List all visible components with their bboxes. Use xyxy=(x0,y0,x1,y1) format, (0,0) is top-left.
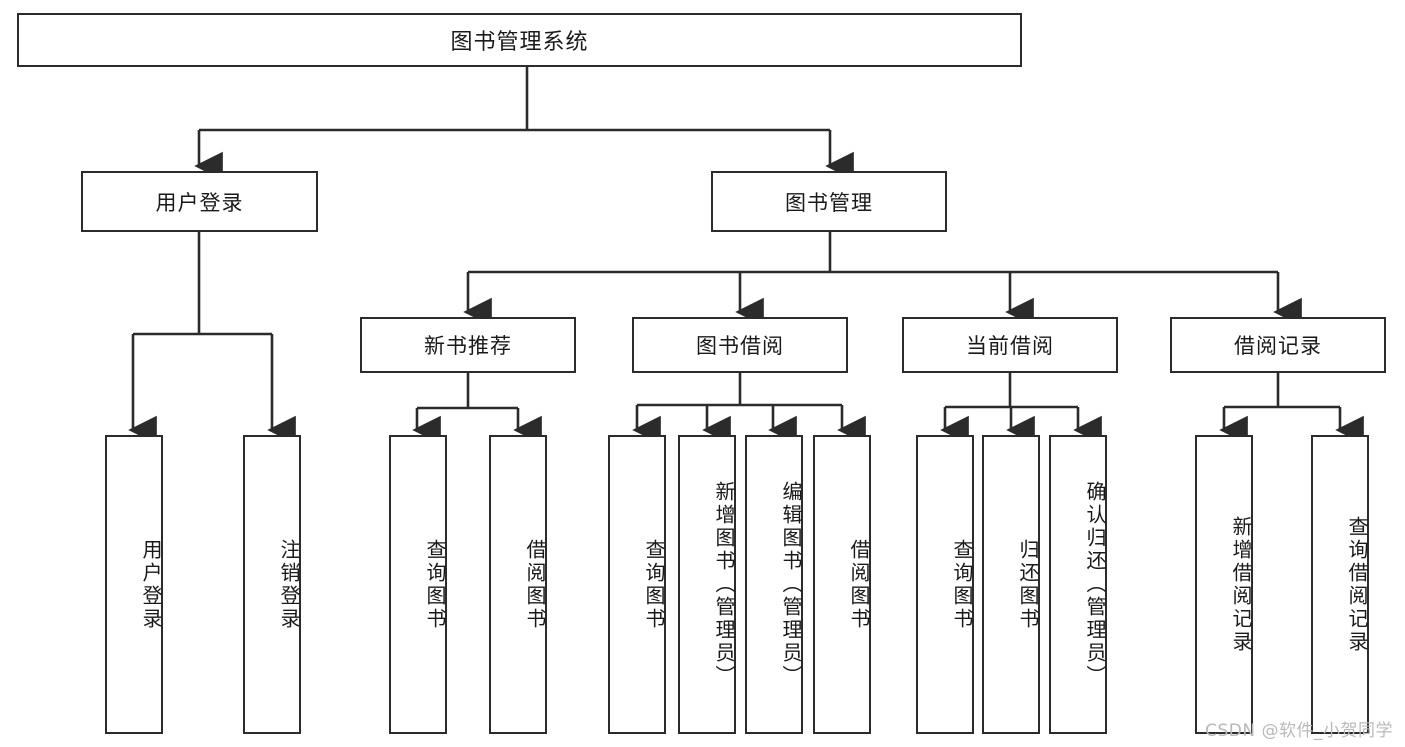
node-new-book-recommend[interactable]: 新书推荐 xyxy=(360,317,576,373)
leaf-new-book-borrow[interactable]: 借阅图书 xyxy=(489,435,547,734)
node-borrow-record-label: 借阅记录 xyxy=(1234,334,1322,358)
leaf-label: 借阅图书 xyxy=(523,538,547,631)
leaf-label: 归还图书 xyxy=(1016,538,1040,631)
node-current-borrow-label: 当前借阅 xyxy=(966,334,1054,358)
leaf-current-borrow-query[interactable]: 查询图书 xyxy=(916,435,974,734)
leaf-label: 查询借阅记录 xyxy=(1345,515,1369,654)
node-book-borrow[interactable]: 图书借阅 xyxy=(632,317,848,373)
node-borrow-record[interactable]: 借阅记录 xyxy=(1170,317,1386,373)
node-user-login[interactable]: 用户登录 xyxy=(81,171,318,232)
leaf-new-book-query[interactable]: 查询图书 xyxy=(389,435,447,734)
node-user-login-label: 用户登录 xyxy=(155,190,244,215)
node-book-borrow-label: 图书借阅 xyxy=(696,334,784,358)
leaf-book-borrow-add[interactable]: 新增图书（管理员） xyxy=(678,435,736,734)
leaf-label: 用户登录 xyxy=(139,538,163,631)
leaf-label: 新增图书（管理员） xyxy=(712,481,736,688)
leaf-label: 新增借阅记录 xyxy=(1229,515,1253,654)
leaf-user-login-logout[interactable]: 注销登录 xyxy=(243,435,301,734)
leaf-book-borrow-edit[interactable]: 编辑图书（管理员） xyxy=(745,435,803,734)
node-root-label: 图书管理系统 xyxy=(450,30,589,55)
node-new-book-recommend-label: 新书推荐 xyxy=(424,334,512,358)
node-book-management[interactable]: 图书管理 xyxy=(711,171,947,232)
leaf-label: 查询图书 xyxy=(950,538,974,631)
leaf-book-borrow-query[interactable]: 查询图书 xyxy=(608,435,666,734)
leaf-label: 确认归还（管理员） xyxy=(1083,481,1107,688)
leaf-book-borrow-borrow[interactable]: 借阅图书 xyxy=(813,435,871,734)
leaf-current-borrow-confirm-return[interactable]: 确认归还（管理员） xyxy=(1049,435,1107,734)
leaf-label: 编辑图书（管理员） xyxy=(779,481,803,688)
leaf-label: 查询图书 xyxy=(642,538,666,631)
leaf-borrow-record-query[interactable]: 查询借阅记录 xyxy=(1311,435,1369,734)
node-book-management-label: 图书管理 xyxy=(785,190,873,215)
leaf-user-login-login[interactable]: 用户登录 xyxy=(105,435,163,734)
leaf-current-borrow-return[interactable]: 归还图书 xyxy=(982,435,1040,734)
csdn-watermark: CSDN @软件_小贺同学 xyxy=(1205,721,1393,741)
leaf-label: 注销登录 xyxy=(277,538,301,631)
node-root-library-system[interactable]: 图书管理系统 xyxy=(17,13,1022,67)
node-current-borrow[interactable]: 当前借阅 xyxy=(902,317,1118,373)
leaf-label: 查询图书 xyxy=(423,538,447,631)
leaf-borrow-record-add[interactable]: 新增借阅记录 xyxy=(1195,435,1253,734)
leaf-label: 借阅图书 xyxy=(847,538,871,631)
